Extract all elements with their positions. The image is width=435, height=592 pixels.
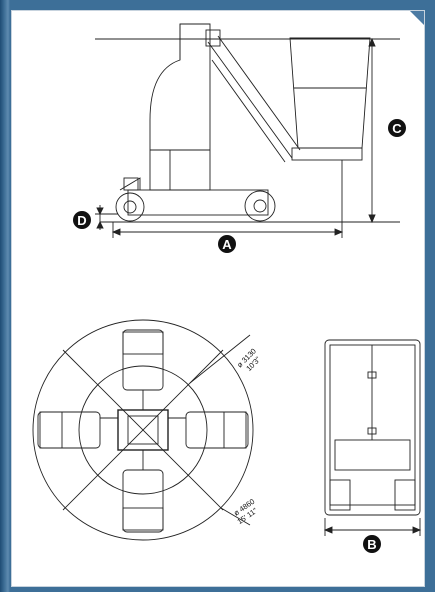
badge-b: B	[363, 535, 381, 553]
svg-text:B: B	[367, 537, 376, 552]
inner-radius-label: ø 3130 10'3"	[235, 347, 263, 373]
front-view	[323, 339, 422, 536]
panel-corner-fold	[410, 11, 424, 25]
side-view	[95, 23, 400, 238]
badge-d: D	[73, 211, 91, 229]
badge-c: C	[388, 119, 406, 137]
inner-turning-circle	[78, 365, 208, 495]
outer-turning-circle	[32, 319, 254, 541]
svg-text:A: A	[222, 237, 232, 252]
outer-radius-label: ø 4860 15' 11"	[232, 497, 259, 526]
svg-text:C: C	[392, 121, 402, 136]
top-view	[32, 319, 254, 541]
drawing-panel	[11, 10, 425, 587]
svg-text:D: D	[77, 213, 86, 228]
badge-a: A	[218, 235, 236, 253]
